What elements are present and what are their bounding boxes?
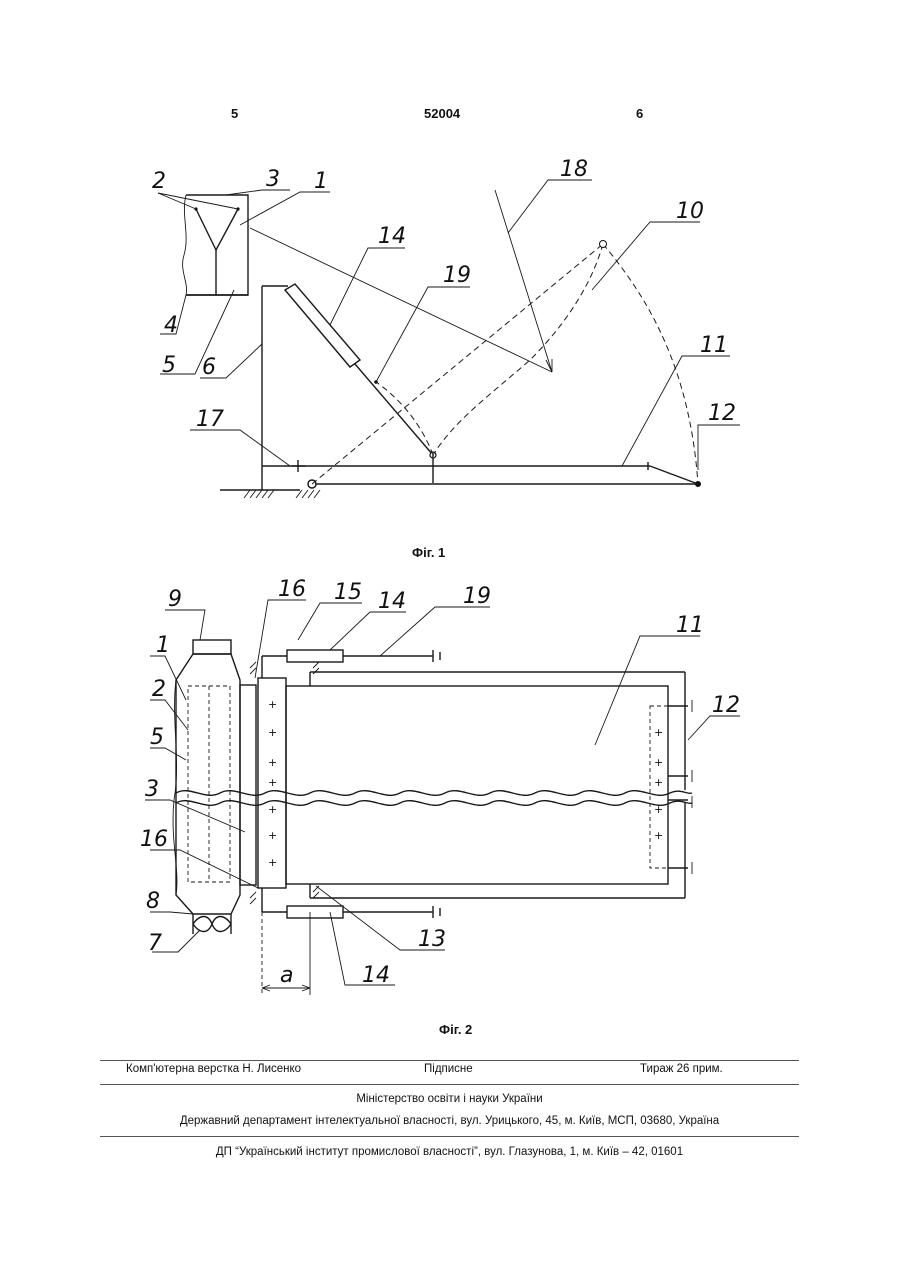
figure-2-caption: Фіг. 2: [439, 1022, 472, 1037]
svg-text:+: +: [268, 756, 277, 769]
svg-text:+: +: [654, 756, 663, 769]
fig1-label-5: 5: [162, 353, 176, 378]
svg-text:+: +: [268, 829, 277, 842]
footer-layout-credit: Комп'ютерна верстка Н. Лисенко: [126, 1063, 301, 1075]
footer-signed: Підписне: [424, 1063, 473, 1075]
fig2-label-14-top: 14: [378, 589, 406, 614]
fig1-label-19: 19: [443, 263, 471, 288]
figure-1-drawing: 2 3 1 4 5 6 14 19 18 10 11 12 17: [0, 150, 901, 520]
fig2-label-9: 9: [168, 587, 182, 612]
fig1-label-1: 1: [314, 169, 328, 194]
svg-text:+: +: [268, 698, 277, 711]
fig1-label-14: 14: [378, 224, 406, 249]
fig1-label-6: 6: [202, 355, 216, 380]
footer-rule-middle: [100, 1084, 799, 1085]
svg-text:+: +: [654, 776, 663, 789]
fig1-label-17: 17: [196, 407, 224, 432]
fig2-label-3: 3: [145, 777, 159, 802]
footer-ministry: Міністерство освіти і науки України: [100, 1093, 799, 1105]
fig2-label-8: 8: [146, 889, 160, 914]
fig1-label-12: 12: [708, 401, 736, 426]
svg-text:+: +: [268, 856, 277, 869]
fig1-label-2: 2: [152, 169, 166, 194]
fig2-label-11: 11: [676, 613, 704, 638]
fig2-label-a: a: [280, 963, 293, 988]
figure-1-caption: Фіг. 1: [412, 545, 445, 560]
fig2-label-13: 13: [418, 927, 446, 952]
fig1-label-10: 10: [676, 199, 704, 224]
fig2-label-14-bottom: 14: [362, 963, 390, 988]
fig2-label-7: 7: [148, 931, 162, 956]
fig1-label-4: 4: [164, 313, 178, 338]
patent-number: 52004: [424, 106, 460, 121]
fig2-label-1: 1: [156, 633, 170, 658]
footer-department: Державний департамент інтелектуальної вл…: [100, 1115, 799, 1127]
fig2-label-12: 12: [712, 693, 740, 718]
fig2-label-15: 15: [334, 580, 362, 605]
svg-text:+: +: [268, 803, 277, 816]
fig2-label-5: 5: [150, 725, 164, 750]
fig1-label-18: 18: [560, 157, 588, 182]
svg-text:+: +: [268, 776, 277, 789]
footer-institute: ДП “Український інститут промислової вла…: [100, 1146, 799, 1158]
fig1-label-11: 11: [700, 333, 728, 358]
footer-rule-top: [100, 1060, 799, 1061]
fig2-label-19: 19: [463, 584, 491, 609]
figure-2-drawing: + + + + + + + + + + + +: [0, 575, 901, 1000]
page-number-right: 6: [636, 106, 643, 121]
fig2-label-2: 2: [152, 677, 166, 702]
svg-text:+: +: [654, 829, 663, 842]
svg-text:+: +: [268, 726, 277, 739]
footer-rule-bottom: [100, 1136, 799, 1137]
fig1-label-3: 3: [266, 167, 280, 192]
fig2-label-16-bottom: 16: [140, 827, 168, 852]
fig2-label-16-top: 16: [278, 577, 306, 602]
footer-circulation: Тираж 26 прим.: [640, 1063, 723, 1075]
svg-text:+: +: [654, 726, 663, 739]
page-number-left: 5: [231, 106, 238, 121]
